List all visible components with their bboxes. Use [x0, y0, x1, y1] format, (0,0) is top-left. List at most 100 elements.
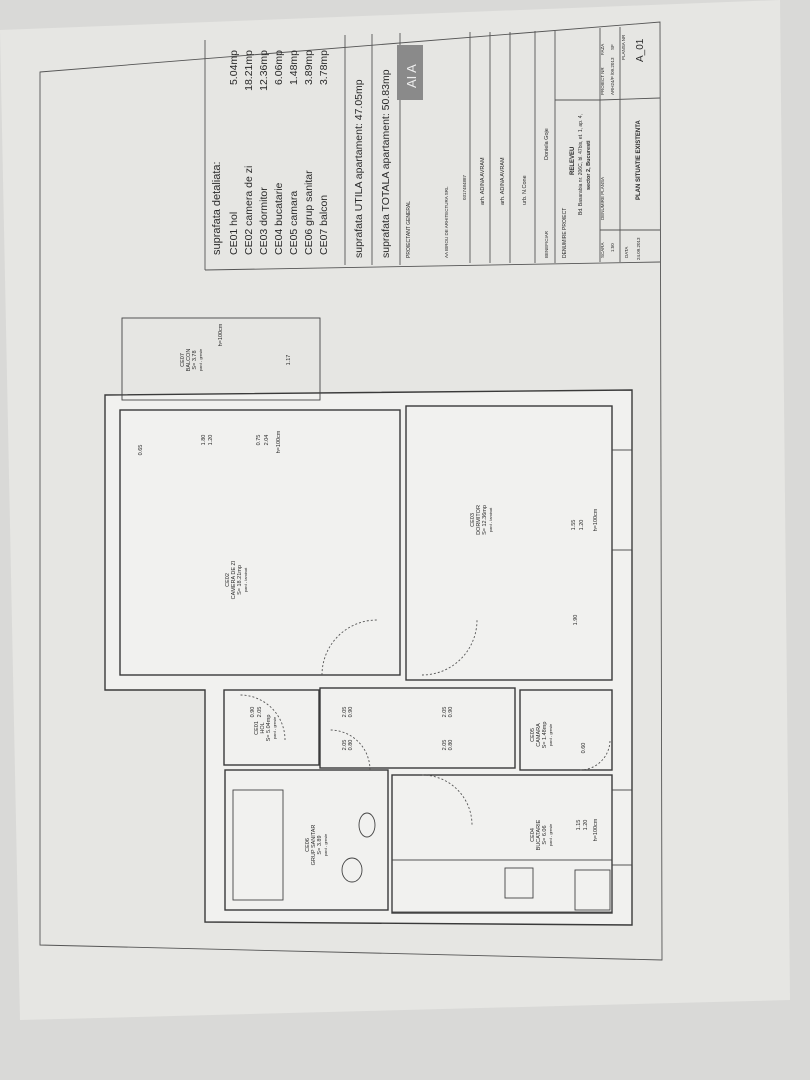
label-text: DENUMIRE PLANSA	[600, 177, 605, 220]
label-text: h=100cm	[276, 430, 282, 453]
label-text: 12.36mp	[258, 50, 270, 91]
label-text: AA BIROU DE ARHITECTURA SRL	[444, 186, 449, 258]
label-text: 0317484887	[462, 174, 467, 200]
label-text: 3.89mp	[303, 50, 315, 85]
label-text: CE05	[530, 728, 536, 742]
label-text: 2.05	[442, 740, 448, 751]
label-text: S= 1.48mp	[542, 722, 548, 749]
label-text: 0.60	[581, 743, 587, 754]
label-text: CE06	[305, 838, 311, 852]
label-text: 2.05	[342, 740, 348, 751]
label-text: pard - gresie	[548, 823, 553, 846]
label-text: sector 2, Bucuresti	[586, 140, 592, 190]
label-text: 1.20	[208, 435, 214, 446]
room-ce03-dormitor	[405, 405, 613, 681]
label-text: PLANSA NR	[621, 34, 626, 60]
label-text: 0.90	[250, 707, 256, 718]
label-text: 1.48mp	[288, 50, 300, 85]
label-text: h=100cm	[593, 818, 599, 841]
label-text: 2.04	[264, 435, 270, 446]
label-text: h=100cm	[218, 323, 224, 346]
company-logo	[397, 45, 423, 100]
room-ce04-bucatarie	[391, 774, 613, 914]
bathtub	[232, 789, 284, 901]
label-text: BALCON	[186, 349, 192, 372]
drawing-frame	[39, 21, 663, 961]
label-text: CE02 camera de zi	[243, 166, 255, 255]
label-text: HOL	[260, 722, 266, 733]
title-block: AI A	[204, 27, 661, 271]
label-text: arh. ADINA AVRAM	[480, 157, 486, 205]
label-text: pard - gresie	[323, 833, 328, 856]
label-text: urb. N.Cone	[522, 175, 528, 205]
floor-plan	[104, 317, 633, 926]
title-block-text: PROIECTANT GENERAL AA BIROU DE ARHITECTU…	[406, 34, 646, 260]
label-text: S= 3.89	[317, 835, 323, 854]
room-ce05-camara	[519, 689, 613, 771]
label-text: SF	[610, 44, 615, 50]
dimension-labels: 0.65 1.80 1.20 0.75 2.04 h=100cm 1.17 h=…	[138, 323, 599, 841]
label-text: pard - laminat	[243, 567, 248, 592]
label-text: CE01	[254, 721, 260, 735]
label-text: CE04 bucatarie	[273, 182, 285, 255]
room-ce07-balcon	[121, 317, 321, 401]
label-text: pard - gresie	[198, 348, 203, 371]
label-text: 1.80	[201, 435, 207, 446]
label-text: GRUP SANITAR	[311, 825, 317, 866]
label-text: 5.04mp	[228, 50, 240, 85]
label-text: PROIECT NR	[600, 67, 605, 95]
label-text: 2.05	[342, 707, 348, 718]
label-text: Doniela Goje	[544, 128, 550, 160]
kitchen-sink	[504, 867, 534, 899]
label-text: 0.75	[256, 435, 262, 446]
legend-title: suprafata detaliata:	[211, 161, 223, 255]
label-text: 6.06mp	[273, 50, 285, 85]
label-text: CE07 balcon	[318, 195, 330, 255]
label-text: CE07	[180, 353, 186, 367]
label-text: ARH24/P /09.2013	[610, 57, 615, 95]
label-text: S= 6.06	[542, 825, 548, 844]
label-text: 24.09.2013	[636, 237, 641, 260]
label-text: Bd. Basarabia nr. 206C, bl. 47bis, et. 1…	[578, 114, 584, 215]
label-text: S= 18.21mp	[237, 565, 243, 595]
label-text: 18.21mp	[243, 50, 255, 91]
label-text: 0.80	[448, 740, 454, 751]
room-ce06-grup-sanitar	[224, 769, 389, 911]
label-text: 1:50	[610, 243, 615, 252]
label-text: pard - gresie	[272, 716, 277, 739]
label-text: 0.65	[138, 445, 144, 456]
label-text: A_01	[635, 38, 646, 62]
total-area: suprafata TOTALA apartament: 50.83mp	[380, 69, 392, 258]
room-ce02-camera-de-zi	[119, 409, 401, 676]
label-text: 1.20	[583, 820, 589, 831]
label-text: pard - gresie	[548, 723, 553, 746]
label-text: CE04	[530, 828, 536, 842]
label-text: DENUMIRE PROIECT	[562, 208, 568, 258]
label-text: DORMITOR	[476, 505, 482, 535]
label-text: 1.55	[571, 520, 577, 531]
label-text: 3.78mp	[318, 50, 330, 85]
label-text: 0.80	[348, 740, 354, 751]
label-text: CE01 hol	[228, 212, 240, 255]
label-text: BENEFICIAR	[544, 230, 549, 258]
sink	[358, 812, 376, 838]
label-text: 1.20	[579, 520, 585, 531]
label-text: 0.90	[348, 707, 354, 718]
label-text: arh. ADINA AVRAM	[500, 157, 506, 205]
label-text: CE05 camara	[288, 191, 300, 255]
label-text: pard - laminat	[488, 507, 493, 532]
label-text: 1.15	[576, 820, 582, 831]
label-text: AI A	[404, 64, 419, 88]
label-text: 1.17	[286, 355, 292, 366]
stove	[574, 869, 611, 911]
label-text: S= 12.36mp	[482, 505, 488, 535]
kitchen-counter	[391, 859, 613, 913]
label-text: CE06 grup sanitar	[303, 170, 315, 255]
label-text: CE03 dormitor	[258, 187, 270, 255]
label-text: SCARA	[600, 242, 605, 258]
room-ce01-hol	[223, 689, 320, 766]
label-text: RELEVEU	[570, 147, 576, 175]
label-text: 2.05	[442, 707, 448, 718]
label-text: S= 3.78	[192, 350, 198, 369]
